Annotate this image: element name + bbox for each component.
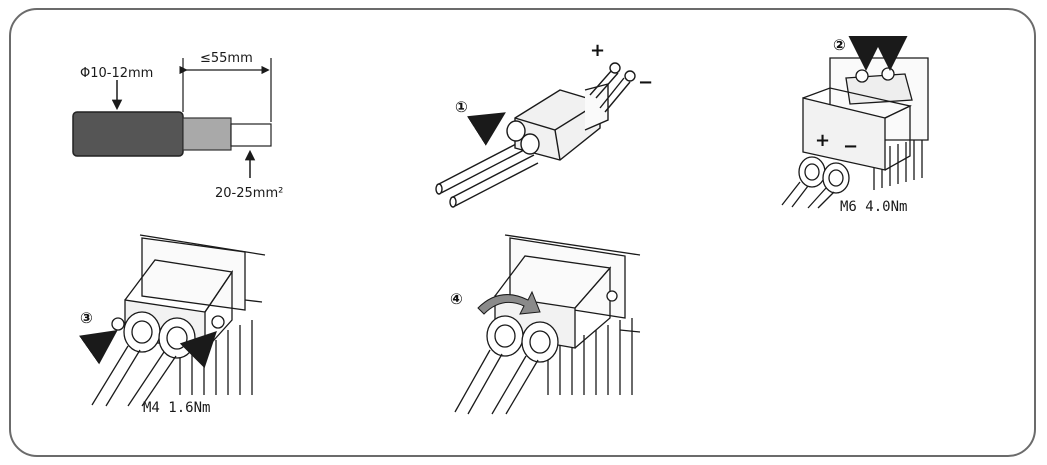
cable-jacket [72, 111, 184, 157]
step-3-gland-right [158, 317, 196, 359]
step-4-panel [454, 234, 641, 415]
step-1-minus-sign: − [638, 72, 653, 93]
cross-section-label: 20-25mm² [215, 186, 283, 201]
step-2-plus-sign: + [815, 130, 830, 151]
cable-prep-panel: Φ10-12mm ≤55mm 20-25mm² [72, 51, 283, 201]
step-1-lug-minus [624, 70, 636, 82]
diagram-frame [9, 8, 1036, 457]
step-3-screw-right [211, 315, 225, 329]
step-3-torque-label: M4 1.6Nm [143, 400, 210, 416]
step-1-plus-sign: + [590, 40, 605, 61]
strip-length-label: ≤55mm [200, 51, 253, 66]
step-2-gland-right [822, 162, 850, 194]
step-2-gland-left [798, 156, 826, 188]
step-2-minus-sign: − [843, 136, 858, 157]
step-1-marker: ① [455, 98, 468, 116]
stripped-cable [72, 111, 272, 157]
step-3-push-arrow-right [179, 331, 217, 369]
step-3-screw-left [111, 317, 125, 331]
step-1-gland-upper [506, 120, 526, 142]
step-4-gland-right [521, 321, 559, 363]
step-1-push-arrow [466, 112, 506, 146]
step-4-rotate-arrow [477, 290, 541, 315]
step-2-torque-label: M6 4.0Nm [840, 199, 907, 215]
step-3-gland-left [123, 311, 161, 353]
step-2-marker: ② [833, 36, 846, 54]
step-1-lug-plus [609, 62, 621, 74]
step-4-marker: ④ [450, 290, 463, 308]
step-4-gland-left [486, 315, 524, 357]
step-1-panel [435, 62, 636, 208]
cable-shield [182, 117, 232, 151]
step-2-panel [781, 57, 929, 209]
cable-conductor [230, 123, 272, 147]
step-3-marker: ③ [80, 309, 93, 327]
diameter-label: Φ10-12mm [80, 66, 153, 81]
step-2-screw-minus [881, 67, 895, 81]
step-3-panel [91, 234, 266, 407]
step-3-push-arrow-left [79, 329, 118, 365]
step-2-screw-plus [855, 69, 869, 83]
step-4-screw-right [606, 290, 618, 302]
step-1-cables [435, 141, 539, 208]
step-1-gland-lower [520, 133, 540, 155]
step-4-heatsink [547, 318, 633, 395]
